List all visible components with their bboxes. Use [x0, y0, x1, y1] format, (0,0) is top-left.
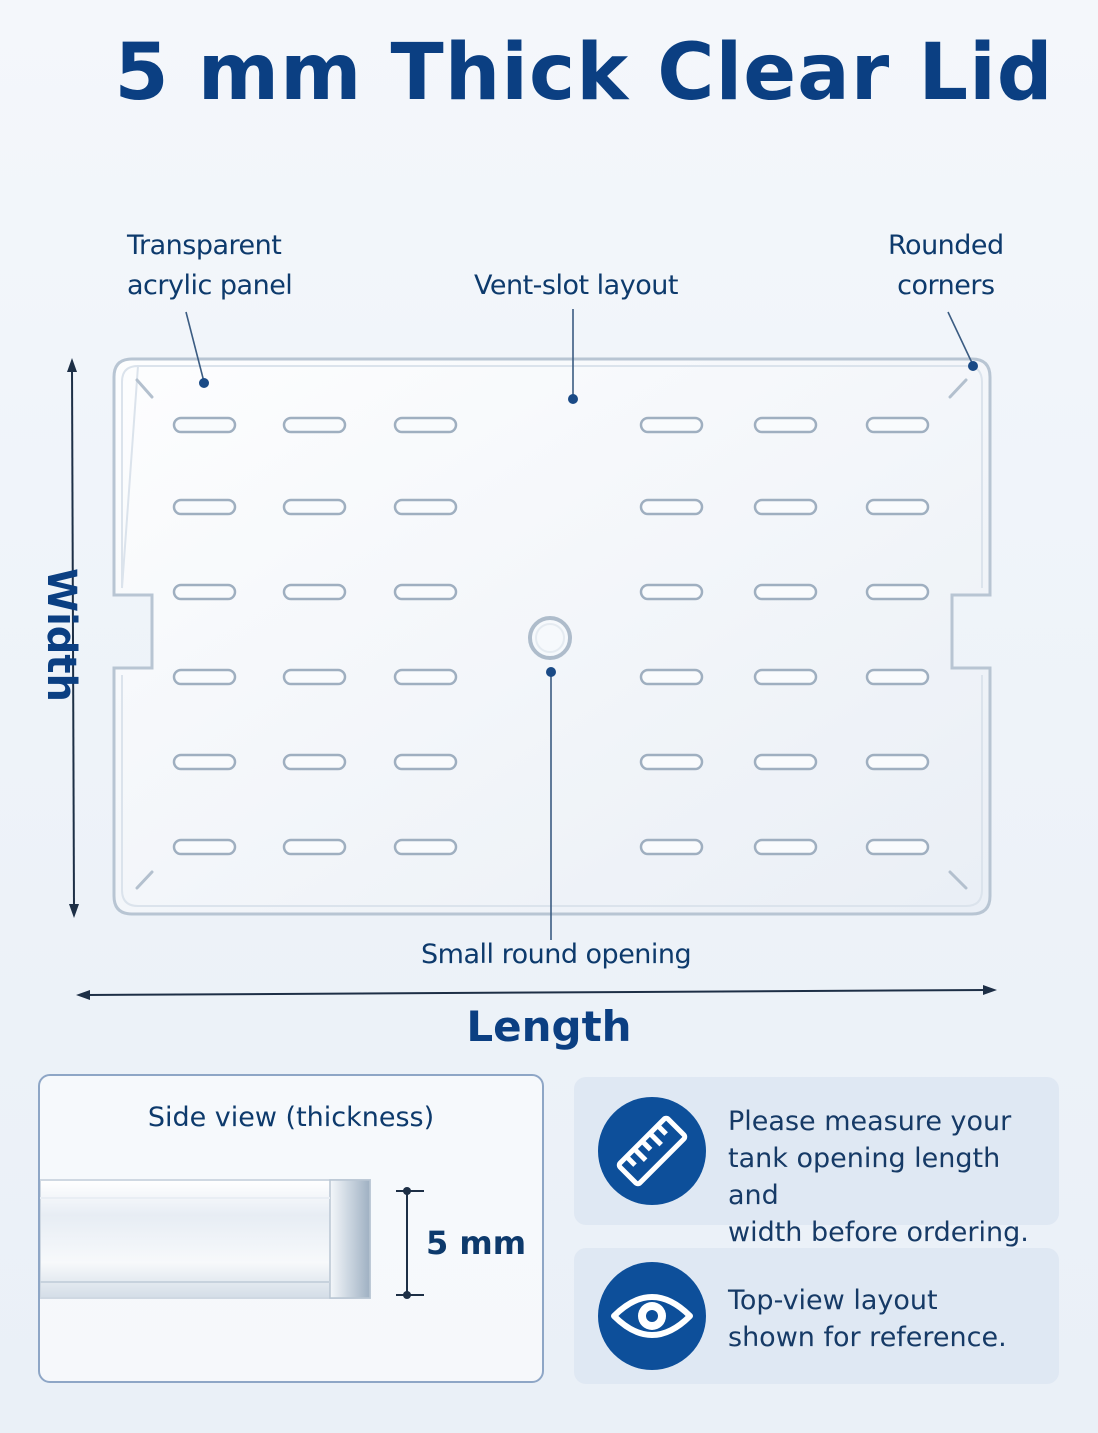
- vent-slot: [172, 838, 237, 856]
- lid-inner-edge: [121, 364, 983, 907]
- vent-slot: [282, 583, 347, 601]
- vent-slot: [172, 498, 237, 516]
- callout-line: Transparent: [127, 230, 282, 261]
- vent-slot: [639, 498, 704, 516]
- length-arrow: [76, 985, 997, 1000]
- corner-accents: [135, 378, 968, 890]
- callout-line: Rounded: [888, 230, 1004, 261]
- vent-slot: [282, 838, 347, 856]
- callout-vent-slot: Vent-slot layout: [474, 270, 678, 301]
- info-text-measure: Please measure your tank opening length …: [728, 1103, 1059, 1251]
- width-arrow: [67, 358, 79, 918]
- info-line: shown for reference.: [728, 1322, 1007, 1353]
- vent-slot: [172, 753, 237, 771]
- vent-slot: [639, 583, 704, 601]
- vent-slot: [865, 838, 930, 856]
- page-title: 5 mm Thick Clear Lid: [114, 28, 1054, 118]
- width-label: Width: [38, 567, 84, 703]
- vent-slot: [282, 498, 347, 516]
- info-line: width before ordering.: [728, 1217, 1029, 1248]
- vent-slot: [865, 416, 930, 434]
- vent-slot: [865, 583, 930, 601]
- vent-slot: [172, 416, 237, 434]
- info-card-reference: Top-view layout shown for reference.: [574, 1248, 1059, 1384]
- vent-slot: [753, 668, 818, 686]
- vent-slot: [865, 668, 930, 686]
- leader-lines: [185, 309, 978, 940]
- vent-slot: [753, 416, 818, 434]
- callout-line: acrylic panel: [127, 270, 293, 301]
- vent-slot: [753, 838, 818, 856]
- vent-slot: [639, 668, 704, 686]
- vent-slot: [282, 668, 347, 686]
- vent-slot: [393, 416, 458, 434]
- vent-slot: [393, 753, 458, 771]
- ruler-icon: [598, 1097, 706, 1205]
- vent-slot: [753, 498, 818, 516]
- info-text-reference: Top-view layout shown for reference.: [728, 1282, 1007, 1356]
- length-label: Length: [466, 1002, 632, 1051]
- info-line: Top-view layout: [728, 1285, 938, 1316]
- vent-slot: [639, 838, 704, 856]
- thickness-label: 5 mm: [426, 1224, 527, 1262]
- vent-slot: [172, 583, 237, 601]
- vent-slot: [753, 583, 818, 601]
- side-view-card: Side view (thickness) 5 mm: [38, 1074, 544, 1383]
- callout-rounded-corners: Rounded corners: [888, 226, 1004, 306]
- vent-slot: [393, 668, 458, 686]
- vent-slot: [639, 416, 704, 434]
- vent-slot: [753, 753, 818, 771]
- vent-slot: [393, 838, 458, 856]
- callout-transparent-panel: Transparent acrylic panel: [127, 226, 293, 306]
- side-view-title: Side view (thickness): [147, 1102, 435, 1133]
- info-line: tank opening length and: [728, 1143, 1001, 1211]
- vent-slot: [393, 583, 458, 601]
- thickness-marker: [396, 1187, 424, 1299]
- vent-slot: [393, 498, 458, 516]
- info-line: Please measure your: [728, 1106, 1012, 1137]
- vent-slot: [865, 753, 930, 771]
- vent-slot: [865, 498, 930, 516]
- vent-slot: [282, 753, 347, 771]
- side-view-illustration: [40, 1179, 424, 1299]
- eye-icon: [598, 1262, 706, 1370]
- callout-round-opening: Small round opening: [421, 939, 692, 970]
- vent-slot: [282, 416, 347, 434]
- vent-slot: [172, 668, 237, 686]
- vent-slot: [639, 753, 704, 771]
- info-card-measure: Please measure your tank opening length …: [574, 1077, 1059, 1248]
- vent-slots: [172, 416, 930, 856]
- callout-line: corners: [897, 270, 995, 301]
